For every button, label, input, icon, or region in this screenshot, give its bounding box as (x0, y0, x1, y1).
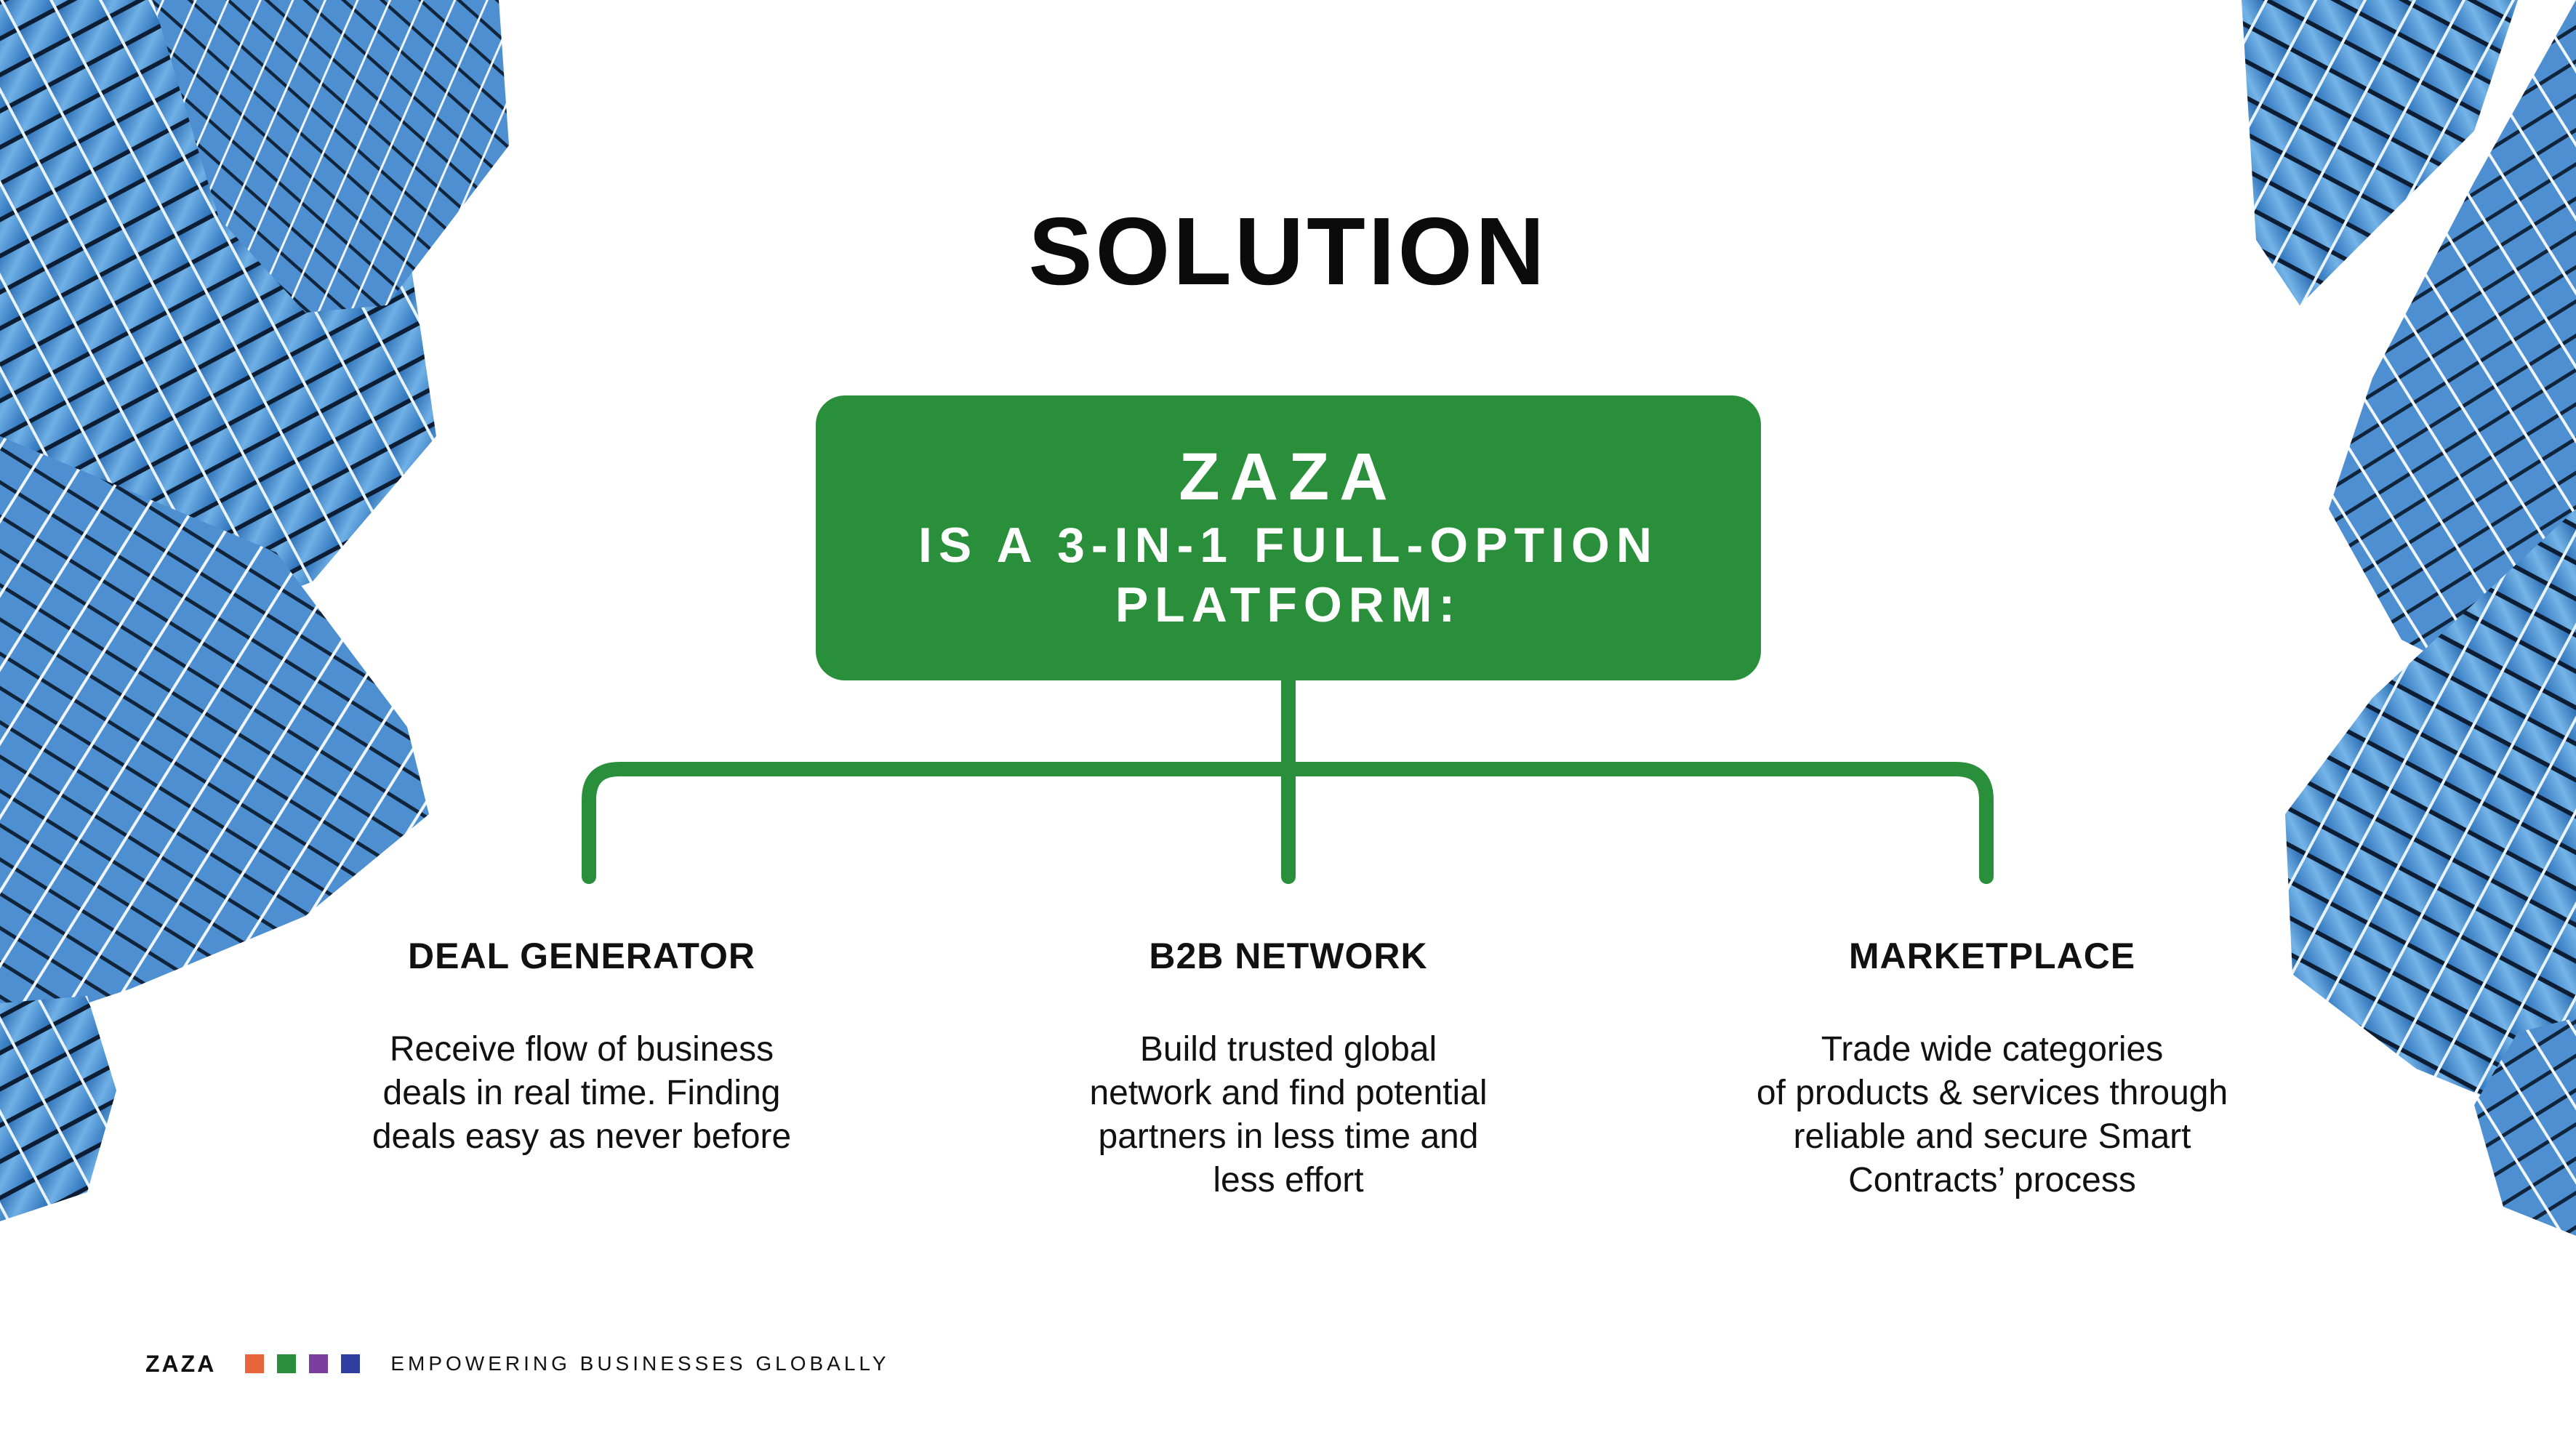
footer-tagline: EMPOWERING BUSINESSES GLOBALLY (390, 1352, 890, 1375)
feature-description: Build trusted global network and find po… (1005, 1028, 1572, 1202)
feature-title: DEAL GENERATOR (408, 936, 755, 976)
feature-marketplace: MARKETPLACE Trade wide categories of pro… (1709, 935, 2276, 1202)
footer: ZAZA EMPOWERING BUSINESSES GLOBALLY (145, 1349, 890, 1378)
description-line: Receive flow of business (389, 1030, 774, 1069)
feature-title: B2B NETWORK (1149, 936, 1428, 976)
slide-title: SOLUTION (1028, 198, 1548, 305)
building-image-right (2067, 0, 2576, 1236)
description-line: Trade wide categories (1821, 1030, 2164, 1069)
description-line: less effort (1213, 1161, 1364, 1199)
brand-color-squares (245, 1354, 373, 1373)
connector-branch (582, 762, 1994, 884)
color-square-blue (341, 1354, 361, 1373)
box-brand: ZAZA (1179, 440, 1398, 514)
color-square-orange (245, 1354, 265, 1373)
building-image-left (0, 0, 509, 1236)
description-line: deals in real time. Finding (382, 1074, 781, 1112)
description-line: reliable and secure Smart (1793, 1117, 2191, 1156)
color-square-purple (309, 1354, 329, 1373)
description-line: Contracts’ process (1848, 1161, 2136, 1199)
description-line: network and find potential (1089, 1074, 1488, 1112)
description-line: deals easy as never before (372, 1117, 792, 1156)
box-line-1: IS A 3-IN-1 FULL-OPTION (918, 518, 1658, 573)
footer-brand-logo: ZAZA (145, 1350, 217, 1377)
feature-deal-generator: DEAL GENERATOR Receive flow of business … (298, 935, 865, 1159)
box-line-2: PLATFORM: (1115, 577, 1462, 632)
color-square-green (277, 1354, 297, 1373)
feature-description: Trade wide categories of products & serv… (1709, 1028, 2276, 1202)
description-line: of products & services through (1756, 1074, 2228, 1112)
feature-description: Receive flow of business deals in real t… (298, 1028, 865, 1159)
description-line: Build trusted global (1139, 1030, 1437, 1069)
description-line: partners in less time and (1098, 1117, 1479, 1156)
platform-box: ZAZA IS A 3-IN-1 FULL-OPTION PLATFORM: (816, 395, 1761, 680)
feature-title: MARKETPLACE (1848, 936, 2136, 976)
feature-b2b-network: B2B NETWORK Build trusted global network… (1005, 935, 1572, 1202)
